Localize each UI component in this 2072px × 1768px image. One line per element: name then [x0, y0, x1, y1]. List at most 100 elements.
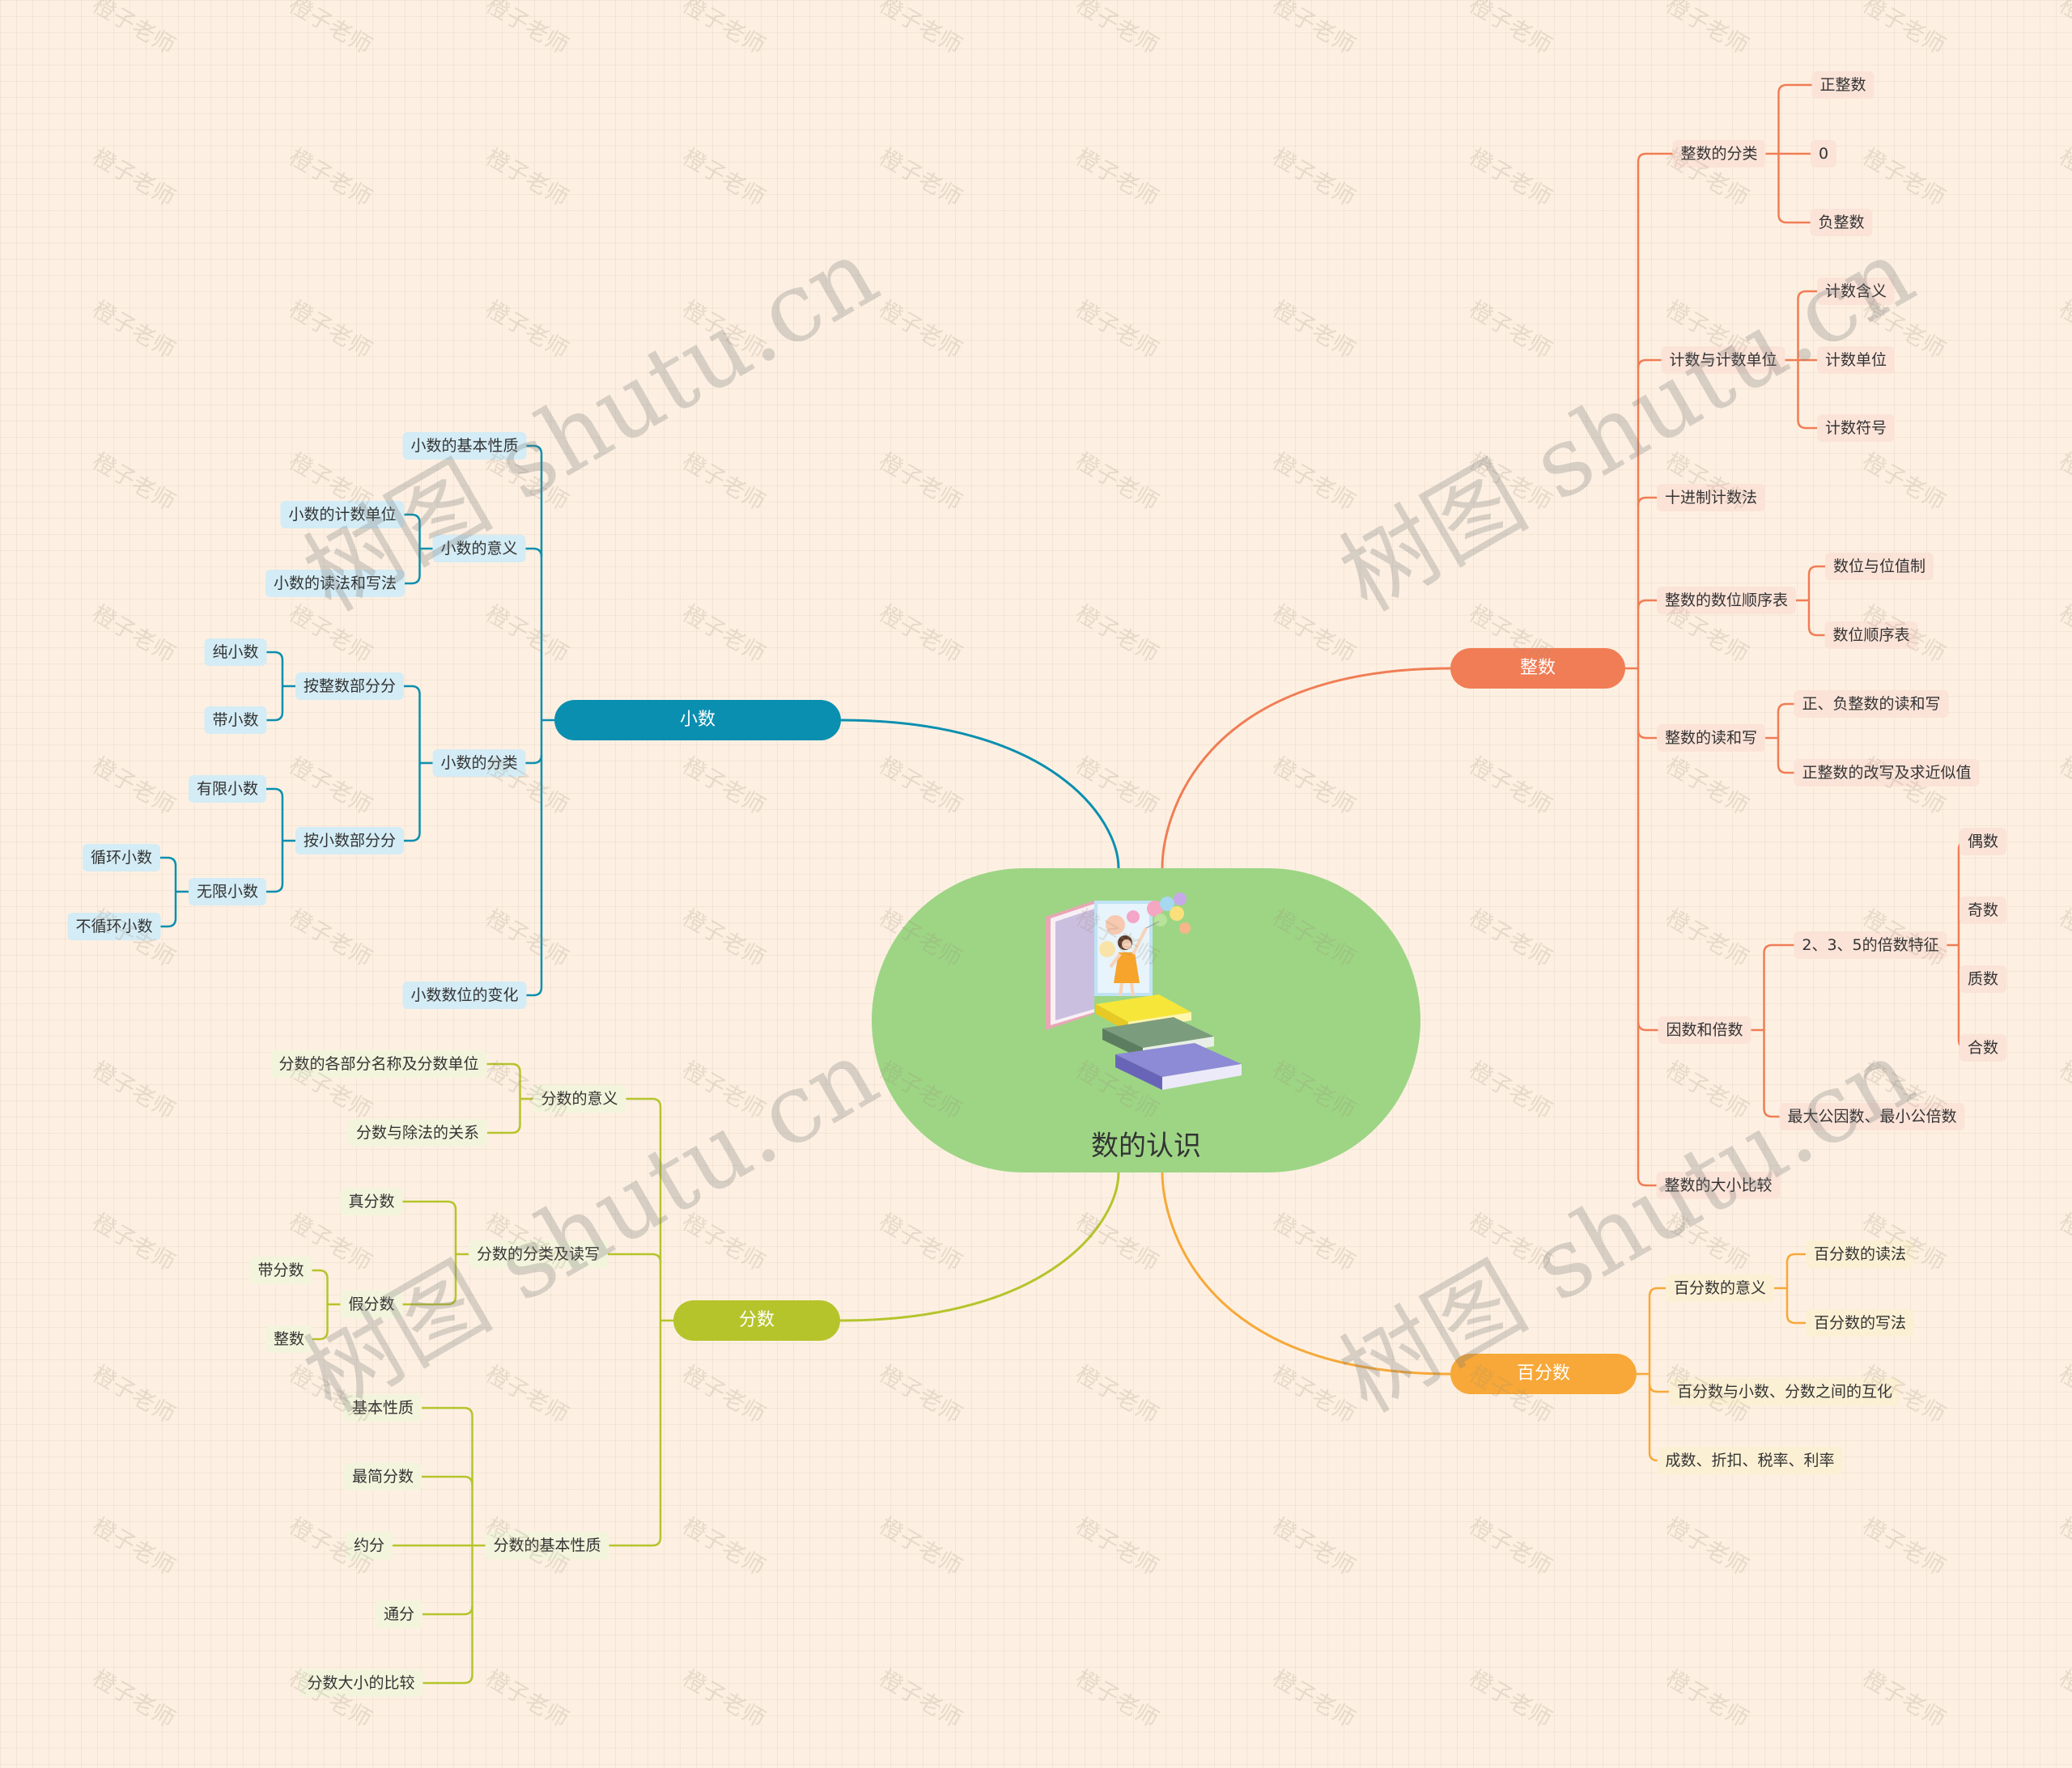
connector-line [1785, 1253, 1806, 1263]
topic-node[interactable]: 计数单位 [1816, 346, 1896, 374]
connector-line [1648, 1383, 1669, 1393]
topic-node[interactable]: 偶数 [1959, 828, 2007, 855]
topic-node[interactable]: 成数、折扣、税率、利率 [1657, 1447, 1843, 1474]
connector-line [1797, 419, 1817, 430]
connector-line [1785, 1314, 1806, 1325]
topic-node[interactable]: 分数大小的比较 [299, 1669, 423, 1697]
topic-node[interactable]: 基本性质 [343, 1394, 422, 1422]
topic-node[interactable]: 正整数的改写及求近似值 [1794, 759, 1980, 786]
book-girl-illustration-icon [1046, 892, 1242, 1090]
connector-line [525, 547, 543, 558]
topic-node[interactable]: 纯小数 [204, 638, 267, 666]
topic-node[interactable]: 真分数 [340, 1188, 403, 1215]
connector-line [422, 1674, 473, 1685]
connector-line [1648, 1287, 1666, 1297]
topic-node[interactable]: 小数数位的变化 [402, 982, 527, 1009]
connector-line [525, 754, 543, 765]
connector-line [1797, 290, 1817, 300]
connector-line [1777, 702, 1794, 713]
topic-node[interactable]: 小数的意义 [432, 535, 526, 562]
connector-line [1161, 667, 1451, 869]
topic-node[interactable]: 数位顺序表 [1824, 621, 1918, 649]
connector-line [626, 1097, 662, 1108]
connector-line [1637, 152, 1673, 163]
topic-node[interactable]: 因数和倍数 [1658, 1016, 1751, 1044]
topic-node[interactable]: 数位与位值制 [1824, 553, 1934, 580]
connector-line [1807, 565, 1825, 575]
connector-line [266, 711, 284, 722]
connector-line [1777, 764, 1794, 774]
connector-line [486, 1062, 521, 1073]
topic-node[interactable]: 质数 [1959, 965, 2007, 993]
connector-line [160, 918, 177, 928]
topic-node[interactable]: 正、负整数的读和写 [1794, 690, 1949, 718]
connector-line [1777, 214, 1811, 224]
topic-node[interactable]: 小数的分类 [432, 749, 526, 777]
topic-node[interactable]: 不循环小数 [67, 913, 161, 940]
topic-node[interactable]: 按小数部分分 [295, 827, 405, 854]
topic-node[interactable]: 整数的读和写 [1656, 724, 1766, 752]
branch-node-xiaoshu[interactable]: 小数 [554, 700, 841, 740]
topic-node[interactable]: 计数与计数单位 [1661, 346, 1785, 374]
connector-line [1637, 1021, 1658, 1032]
connector-line [1763, 943, 1795, 954]
connector-line [1777, 83, 1812, 94]
topic-node[interactable]: 分数的各部分名称及分数单位 [270, 1050, 487, 1078]
connector-line [266, 651, 284, 661]
connector-line [1637, 599, 1657, 609]
topic-node[interactable]: 循环小数 [82, 844, 161, 871]
connector-line [1637, 1177, 1657, 1187]
connector-line [402, 1295, 457, 1306]
connector-line [266, 883, 284, 893]
topic-node[interactable]: 按整数部分分 [295, 672, 405, 700]
connector-line [422, 1406, 473, 1417]
topic-node[interactable]: 小数的计数单位 [280, 501, 405, 528]
topic-node[interactable]: 合数 [1959, 1034, 2007, 1062]
connector-line [1161, 1172, 1451, 1376]
topic-node[interactable]: 正整数 [1811, 71, 1875, 99]
connector-line [312, 1269, 329, 1279]
topic-node[interactable]: 最大公因数、最小公倍数 [1779, 1103, 1965, 1130]
topic-node[interactable]: 小数的基本性质 [402, 432, 527, 460]
topic-node[interactable]: 百分数的意义 [1665, 1274, 1775, 1302]
connector-line [404, 513, 421, 524]
topic-node[interactable]: 整数的大小比较 [1656, 1172, 1781, 1199]
topic-node[interactable]: 小数的读法和写法 [265, 570, 405, 597]
connector-line [402, 1200, 457, 1210]
topic-node[interactable]: 整数 [265, 1325, 313, 1353]
branch-node-fenshu[interactable]: 分数 [673, 1300, 840, 1341]
topic-node[interactable]: 无限小数 [188, 878, 267, 905]
topic-node[interactable]: 2、3、5的倍数特征 [1794, 931, 1947, 959]
topic-node[interactable]: 奇数 [1959, 897, 2007, 924]
connector-line [266, 787, 284, 798]
topic-node[interactable]: 通分 [375, 1601, 423, 1628]
topic-node[interactable]: 带分数 [249, 1257, 312, 1284]
topic-node[interactable]: 分数的意义 [533, 1085, 626, 1113]
topic-node[interactable]: 有限小数 [188, 775, 267, 803]
topic-node[interactable]: 十进制计数法 [1656, 484, 1766, 511]
topic-node[interactable]: 0 [1810, 140, 1837, 167]
topic-node[interactable]: 计数含义 [1816, 278, 1896, 305]
topic-node[interactable]: 最简分数 [343, 1463, 422, 1490]
topic-node[interactable]: 整数的分类 [1672, 140, 1766, 167]
topic-node[interactable]: 约分 [345, 1532, 393, 1559]
topic-node[interactable]: 分数的基本性质 [485, 1532, 609, 1559]
topic-node[interactable]: 整数的数位顺序表 [1656, 587, 1797, 614]
connector-line [422, 1475, 473, 1486]
connector-line [1637, 729, 1657, 740]
topic-node[interactable]: 百分数与小数、分数之间的互化 [1668, 1378, 1901, 1405]
connector-line [1637, 496, 1657, 507]
branch-node-baifenshu[interactable]: 百分数 [1450, 1354, 1637, 1394]
topic-node[interactable]: 假分数 [340, 1291, 403, 1318]
connector-line [404, 685, 421, 695]
topic-node[interactable]: 分数与除法的关系 [347, 1119, 488, 1147]
topic-node[interactable]: 带小数 [204, 706, 267, 734]
topic-node[interactable]: 负整数 [1810, 209, 1873, 236]
branch-node-zhengshu[interactable]: 整数 [1450, 648, 1625, 689]
topic-node[interactable]: 百分数的写法 [1805, 1309, 1915, 1337]
topic-node[interactable]: 百分数的读法 [1805, 1240, 1915, 1268]
topic-node[interactable]: 计数符号 [1816, 414, 1896, 442]
topic-node[interactable]: 分数的分类及读写 [468, 1240, 609, 1268]
